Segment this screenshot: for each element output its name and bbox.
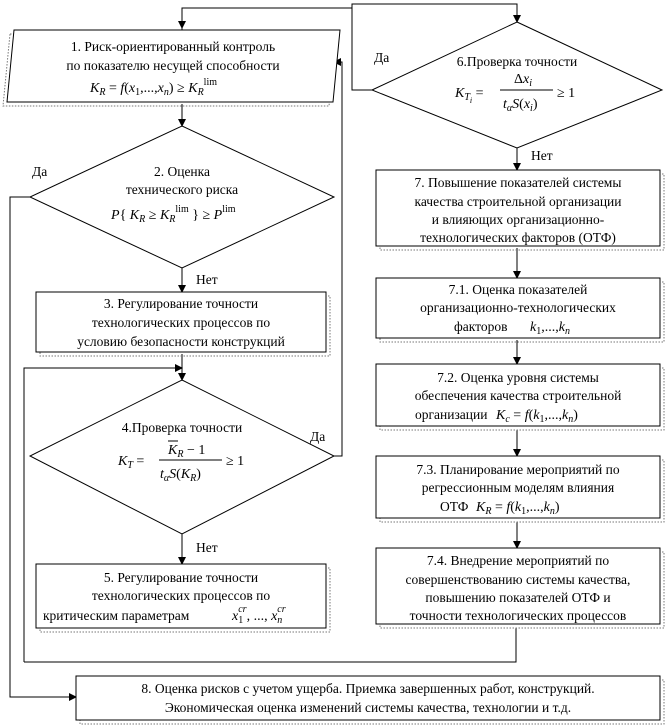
- label-n6-yes: Да: [374, 50, 389, 65]
- node-7-3-line-3: ОТФ: [440, 499, 469, 514]
- node-6-formula-left: KTi =: [454, 86, 484, 105]
- node-1: 1. Риск-ориентированный контроль по пока…: [2, 29, 341, 107]
- node-7-line-2: качества строительной организации: [415, 194, 622, 209]
- node-5: 5. Регулирование точности технологически…: [35, 563, 331, 633]
- node-8: 8. Оценка рисков с учетом ущерба. Приемк…: [75, 675, 665, 725]
- node-1-line-1: 1. Риск-ориентированный контроль: [71, 39, 275, 54]
- edge-top-to-n1: [181, 4, 353, 30]
- node-7-1-line-2: организационно-технологических: [420, 300, 616, 315]
- node-7-4-line-4: точности технологических процессов: [410, 608, 627, 623]
- node-4: 4.Проверка точности KT = KR − 1 tαS(KR) …: [28, 379, 336, 535]
- node-8-line-1: 8. Оценка рисков с учетом ущерба. Приемк…: [141, 681, 594, 696]
- node-5-line-1: 5. Регулирование точности: [104, 570, 258, 585]
- node-7-2: 7.2. Оценка уровня системы обеспечения к…: [375, 363, 665, 431]
- edge-labels: Да Нет Да Нет Да Нет: [32, 50, 553, 555]
- edge-loop-to-n4: [23, 364, 183, 662]
- node-7-4-line-2: совершенствованию системы качества,: [406, 572, 631, 587]
- node-7-1: 7.1. Оценка показателей организационно-т…: [375, 277, 665, 343]
- node-7-4-line-3: повышению показателей ОТФ и: [425, 590, 610, 605]
- node-7-4: 7.4. Внедрение мероприятий по совершенст…: [375, 547, 665, 629]
- edge-n5-loop: [24, 628, 517, 663]
- connectors: [9, 3, 521, 701]
- node-6-formula-num: Δxi: [514, 72, 532, 89]
- node-6-formula-right: ≥ 1: [557, 86, 575, 101]
- edge-n6-yes: [351, 8, 372, 91]
- node-7-3-line-1: 7.3. Планирование мероприятий по: [416, 462, 619, 477]
- node-6: 6.Проверка точности KTi = Δxi tαS(xi) ≥ …: [370, 21, 664, 149]
- node-3: 3. Регулирование точности технологически…: [35, 291, 331, 357]
- node-7-3-formula: KR = f(k1,...,kn): [475, 500, 560, 517]
- node-6-line-1: 6.Проверка точности: [457, 54, 577, 69]
- node-2: 2. Оценка технического риска P{ KR ≥ KRl…: [28, 125, 336, 269]
- node-2-line-2: технического риска: [126, 182, 238, 197]
- node-7-2-line-3: организации: [415, 407, 487, 422]
- node-7-1-line-1: 7.1. Оценка показателей: [449, 282, 588, 297]
- label-n2-yes: Да: [32, 164, 47, 179]
- node-7-3: 7.3. Планирование мероприятий по регресс…: [375, 455, 665, 523]
- node-7: 7. Повышение показателей системы качеств…: [375, 169, 665, 251]
- node-1-line-2: по показателю несущей способности: [66, 58, 279, 73]
- node-4-formula-num: KR − 1: [167, 443, 205, 460]
- node-7-1-line-3: факторов: [454, 319, 507, 334]
- node-7-line-1: 7. Повышение показателей системы: [415, 175, 622, 190]
- edge-n2-yes-to-n8: [9, 196, 77, 701]
- node-4-formula-right: ≥ 1: [226, 454, 244, 469]
- node-7-2-formula: Kc = f(k1,...,kn): [495, 408, 578, 425]
- node-7-1-formula: k1,...,kn: [530, 320, 570, 337]
- node-8-line-2: Экономическая оценка изменений системы к…: [165, 700, 571, 715]
- node-7-3-line-2: регрессионным моделям влияния: [422, 480, 614, 495]
- node-7-2-line-1: 7.2. Оценка уровня системы: [437, 370, 599, 385]
- label-n4-no: Нет: [196, 540, 218, 555]
- node-5-line-3: критическим параметрам: [43, 608, 190, 623]
- node-4-formula-left: KT =: [117, 454, 144, 471]
- node-5-line-2: технологических процессов по: [92, 588, 271, 603]
- node-7-line-3: и влияющих организационно-: [432, 212, 605, 227]
- node-4-line-1: 4.Проверка точности: [122, 420, 242, 435]
- node-3-line-3: условию безопасности конструкций: [77, 334, 285, 349]
- node-3-line-1: 3. Регулирование точности: [104, 296, 258, 311]
- label-n2-no: Нет: [196, 272, 218, 287]
- node-3-line-2: технологических процессов по: [92, 315, 271, 330]
- node-1-formula: KR = f(x1,...,xn) ≥ KRlim: [89, 77, 217, 98]
- node-7-line-4: технологических факторов (ОТФ): [420, 230, 616, 245]
- node-6-formula-den: tαS(xi): [503, 97, 538, 114]
- label-n6-no: Нет: [531, 148, 553, 163]
- node-2-line-1: 2. Оценка: [154, 164, 210, 179]
- edge-n4-yes-to-n1: [333, 58, 343, 457]
- label-n4-yes: Да: [310, 429, 325, 444]
- node-7-2-line-2: обеспечения качества строительной: [415, 388, 622, 403]
- edge-top-right-to-n6: [351, 3, 521, 23]
- node-7-4-line-1: 7.4. Внедрение мероприятий по: [427, 553, 609, 568]
